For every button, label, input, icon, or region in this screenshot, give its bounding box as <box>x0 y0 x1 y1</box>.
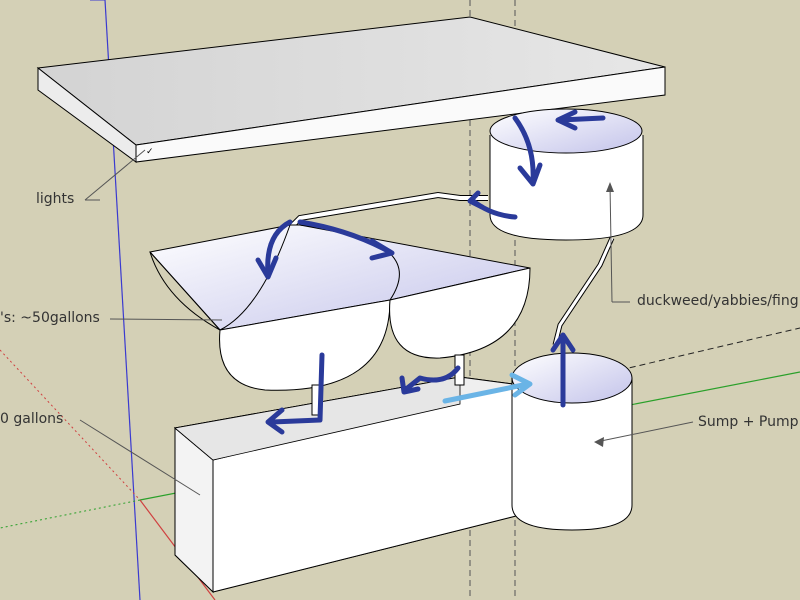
riser-pipe-inner <box>553 237 614 346</box>
label-lights: lights <box>36 191 75 207</box>
duckweed-barrel[interactable] <box>489 108 644 241</box>
inflow-arrow <box>442 372 533 404</box>
flow-arrow-barrel-out-head <box>467 190 485 210</box>
label-duckweed: duckweed/yabbies/fing <box>637 293 799 309</box>
feed-pipe <box>287 191 488 231</box>
fish-tank[interactable] <box>173 376 521 594</box>
red-axis-dashed <box>0 349 141 501</box>
guide-line-diagonal <box>619 327 800 371</box>
axis-origin-mark: ✓ <box>146 147 154 157</box>
feed-pipe-inner <box>288 192 488 230</box>
sump-pointer-icon <box>594 437 604 447</box>
grow-beds[interactable] <box>149 224 531 416</box>
flow-arrow-barrel-down <box>512 115 536 185</box>
flow-arrows <box>255 109 606 435</box>
green-axis-dashed <box>0 499 141 529</box>
flow-arrow-bed-left-head <box>255 255 279 280</box>
duckweed-pointer-icon <box>606 182 614 192</box>
flow-arrow-into-barrel-head <box>555 109 578 131</box>
flow-arrow-into-barrel <box>557 115 606 123</box>
flow-arrow-barrel-down-head <box>517 162 543 187</box>
flow-arrow-bed-right-head <box>369 238 395 261</box>
flow-arrow-drain-right-head <box>399 375 421 395</box>
flow-arrow-drain-left-head <box>265 407 285 435</box>
leader-lines <box>79 149 694 496</box>
flow-arrow-drain-left <box>269 352 325 425</box>
flow-arrow-drain-right <box>402 365 461 393</box>
label-fish-tank: 0 gallons <box>0 411 64 427</box>
label-grow-beds: 's: ~50gallons <box>0 310 100 326</box>
label-sump: Sump + Pump <box>698 414 799 430</box>
lights-panel[interactable] <box>36 16 666 163</box>
flow-arrow-sump-up-head <box>550 332 576 353</box>
sump-barrel[interactable] <box>511 352 633 531</box>
flow-arrow-bed-left <box>265 219 293 278</box>
